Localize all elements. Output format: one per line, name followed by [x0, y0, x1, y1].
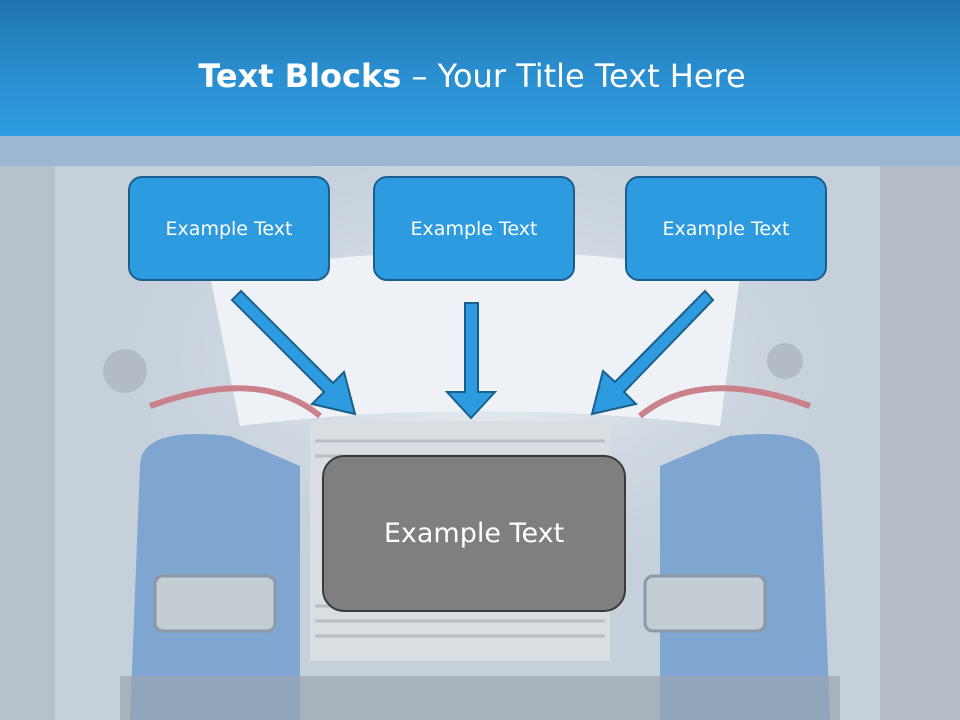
title-bold-text: Text Blocks [198, 57, 402, 95]
text-block-bottom[interactable]: Example Text [322, 455, 626, 612]
title-rest-text: Your Title Text Here [437, 57, 746, 95]
title-bar [0, 0, 960, 136]
text-block-right-label: Example Text [662, 217, 790, 240]
text-block-center-label: Example Text [410, 217, 538, 240]
text-block-center[interactable]: Example Text [373, 176, 575, 281]
text-block-left[interactable]: Example Text [128, 176, 330, 281]
arrow-left-diagonal [230, 289, 357, 416]
slide-title[interactable]: Text Blocks – Your Title Text Here [0, 54, 944, 98]
title-dash: – [401, 57, 438, 95]
arrow-right-diagonal [590, 289, 715, 416]
text-block-right[interactable]: Example Text [625, 176, 827, 281]
text-block-left-label: Example Text [165, 217, 293, 240]
arrow-center-down [444, 302, 498, 420]
header-band [0, 136, 960, 166]
text-block-bottom-label: Example Text [383, 518, 565, 549]
